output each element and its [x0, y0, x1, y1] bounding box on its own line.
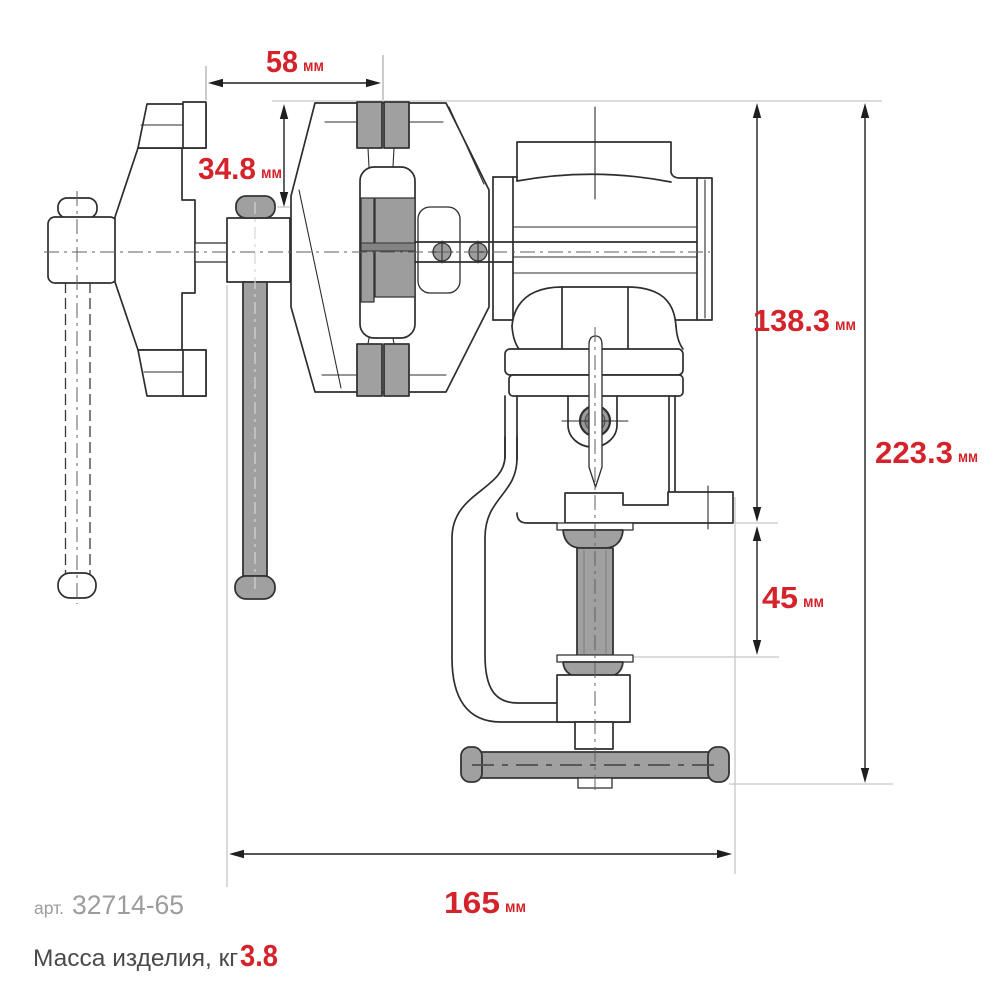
dim-jaw-width-unit: мм: [303, 58, 324, 75]
clamp-screw-block: [556, 674, 631, 723]
center-lines: [44, 251, 710, 790]
jaw-insert-bottom-1: [356, 343, 383, 397]
dim-overall-height-unit: мм: [958, 449, 978, 466]
dim-body-height-value: 138.3: [753, 303, 830, 338]
dim-overall-height-value: 223.3: [875, 435, 953, 470]
dim-jaw-height-value: 34.8: [198, 151, 256, 186]
mass-label: Масса изделия, кг: [33, 945, 238, 972]
sliding-jaw-plate: [114, 147, 196, 351]
reference-lines: [205, 55, 893, 887]
footer: арт. 32714-65 Масса изделия, кг 3.8: [33, 890, 278, 973]
vise-sliding-jaw-assembly: [47, 101, 291, 604]
clamp-inner: [484, 436, 558, 704]
dim-base-length-unit: мм: [505, 899, 526, 916]
dim-base-length-value: 165: [444, 885, 500, 920]
dim-jaw-width-value: 58: [266, 44, 298, 79]
dim-clamp-capacity-value: 45: [762, 580, 798, 615]
swivel-dome: [511, 286, 677, 327]
dim-clamp-capacity-unit: мм: [803, 594, 824, 611]
dimension-lines: [208, 78, 870, 859]
jaw-pad-left-top: [182, 101, 207, 149]
clamp-base-arm: [564, 491, 734, 524]
vise-jaw-housing: [290, 101, 490, 397]
jaw-pad-left-bottom: [182, 349, 207, 397]
dim-body-height-unit: мм: [835, 317, 856, 334]
vise-column-and-clamp: [451, 335, 734, 789]
jaw-insert-top-2: [383, 101, 410, 149]
slide-hub: [226, 217, 291, 283]
clamp-outer: [451, 436, 631, 723]
clamp-pressure-pad: [562, 529, 624, 549]
jaw-insert-bottom-2: [383, 343, 410, 397]
clamp-screw-neck: [574, 721, 614, 750]
nut-band: [360, 242, 416, 252]
dimension-labels: 58 мм 34.8 мм 138.3 мм 223.3 мм 45 мм 16…: [198, 44, 978, 920]
dim-jaw-height-unit: мм: [261, 165, 282, 182]
vise-main-body: [414, 106, 713, 351]
article-number: 32714-65: [72, 890, 184, 920]
mass-value: 3.8: [240, 938, 278, 973]
jaw-insert-top-1: [356, 101, 383, 149]
article-label: арт.: [34, 898, 64, 918]
screw-bracket: [47, 216, 118, 284]
